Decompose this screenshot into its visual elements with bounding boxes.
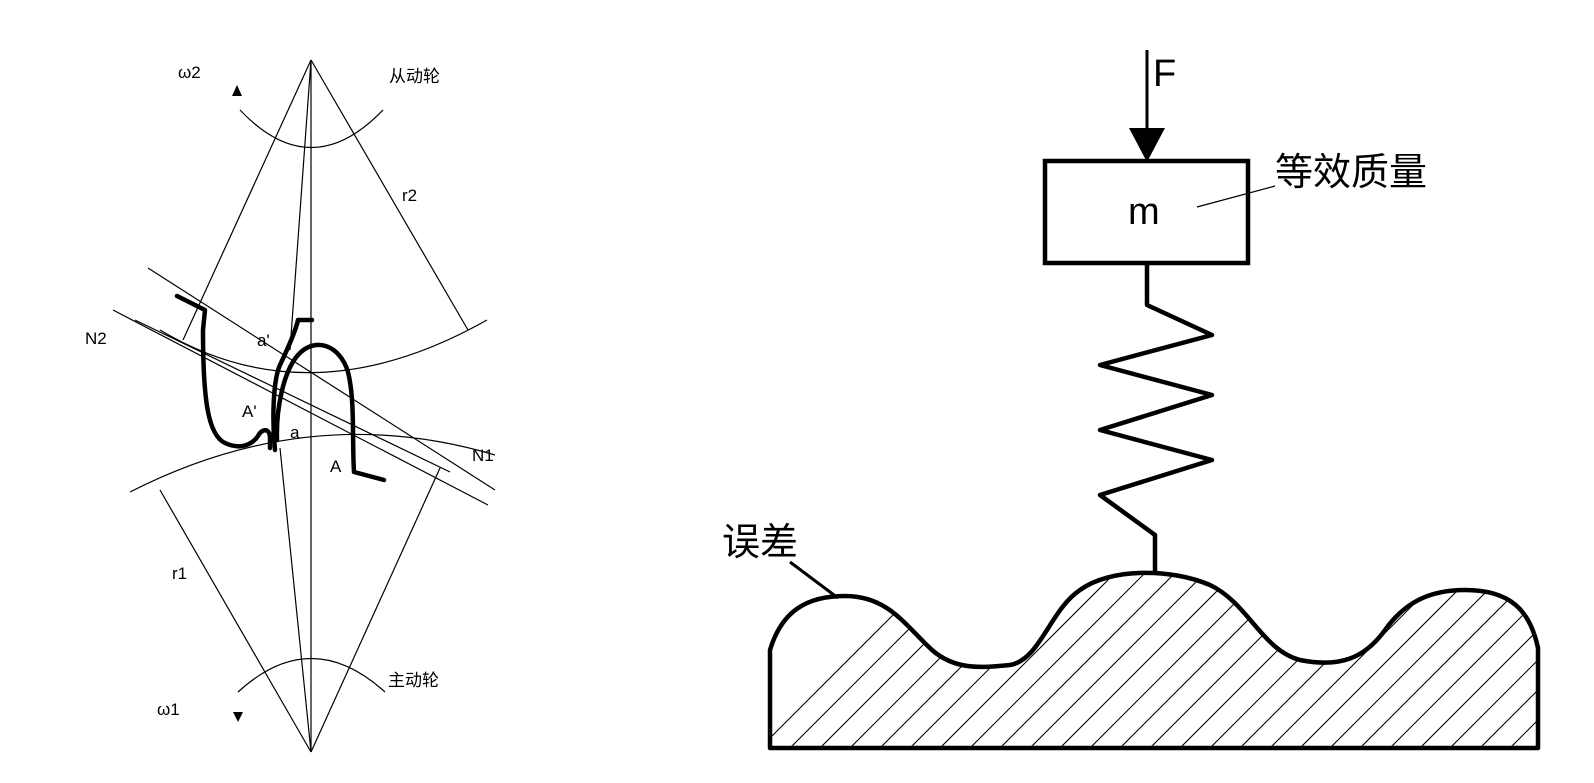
ground-hatching	[770, 572, 1538, 748]
omega1-arrow-icon	[233, 712, 243, 722]
omega1-label: ω1	[157, 700, 180, 719]
omega2-arrow-icon	[232, 85, 242, 96]
force-label: F	[1153, 53, 1176, 95]
A-prime-label: A'	[242, 402, 257, 421]
omega2-label: ω2	[178, 63, 201, 82]
driving-wheel-sector	[129, 433, 496, 753]
line-of-action-1	[147, 267, 496, 491]
gear-mesh-diagram: ω2 从动轮 r2 N2 a' A' a A N1 r1 主动轮 ω1	[85, 59, 496, 753]
force-arrow-head-icon	[1129, 128, 1165, 162]
driven-wheel-sector	[159, 59, 488, 374]
line-of-action-3	[134, 319, 451, 473]
driven-tooth-profile	[174, 293, 273, 451]
mass-label: 等效质量	[1275, 150, 1427, 194]
error-leader-line	[789, 560, 839, 600]
A-label: A	[330, 457, 342, 476]
line-of-action-2	[112, 309, 489, 506]
driving-tooth-profile	[274, 342, 387, 483]
N1-label: N1	[472, 446, 494, 465]
ground-surface	[767, 570, 1541, 751]
a-label: a	[290, 423, 300, 442]
mass-symbol: m	[1128, 191, 1160, 233]
r2-label: r2	[402, 186, 417, 205]
r1-label: r1	[172, 564, 187, 583]
mass-leader-line	[1196, 185, 1276, 208]
spring	[1097, 262, 1215, 575]
error-label: 误差	[722, 520, 798, 564]
a-prime-label: a'	[257, 331, 270, 350]
driver-wheel-label: 主动轮	[388, 671, 439, 691]
driven-wheel-label: 从动轮	[389, 67, 440, 87]
mating-tooth-profile	[271, 317, 315, 453]
mass-spring-model: F m 等效质量	[722, 50, 1541, 751]
N2-label: N2	[85, 329, 107, 348]
